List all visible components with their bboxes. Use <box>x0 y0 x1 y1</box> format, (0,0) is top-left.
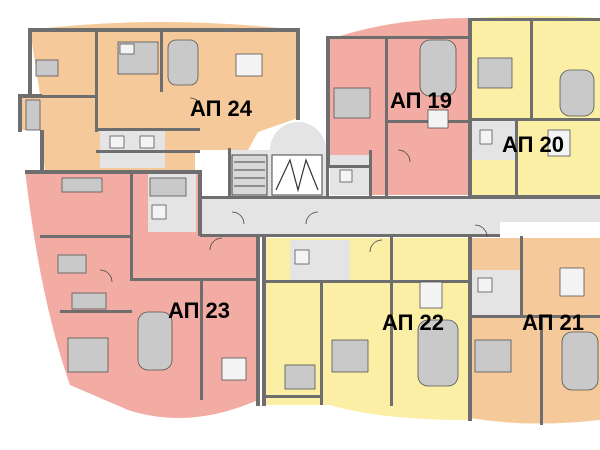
staircase-icon <box>231 154 323 196</box>
door-swings <box>99 97 488 283</box>
dining-table-icon <box>547 129 571 157</box>
bathtub-icon <box>149 177 187 197</box>
dining-table-icon <box>419 281 443 309</box>
sofa-icon <box>167 39 199 86</box>
sofa-icon <box>419 39 457 97</box>
bed-icon <box>333 87 371 119</box>
apartment-21-label: АП 21 <box>522 310 584 335</box>
bathroom-21 <box>470 270 520 315</box>
bed-icon <box>67 337 109 373</box>
apartment-20-label: АП 20 <box>502 132 564 157</box>
bed-icon <box>477 57 513 89</box>
sofa-icon <box>561 331 599 391</box>
bed-icon <box>474 339 512 373</box>
dining-table-icon <box>235 53 263 77</box>
apartment-24-label: АП 24 <box>190 96 253 121</box>
apartment-23-label: АП 23 <box>168 298 230 323</box>
corridor <box>200 198 500 236</box>
dining-table-icon <box>427 109 449 129</box>
bathroom-20 <box>470 120 515 160</box>
furniture <box>25 39 599 391</box>
dining-table-icon <box>559 267 585 297</box>
apartment-24-area <box>20 22 298 170</box>
walls <box>18 18 600 425</box>
apartment-22-label: АП 22 <box>382 310 444 335</box>
bed-icon <box>331 339 369 373</box>
dining-table-icon <box>221 357 247 381</box>
sofa-icon <box>417 319 459 387</box>
corridor-right <box>500 198 600 222</box>
sofa-icon <box>559 69 595 117</box>
sofa-icon <box>137 311 173 371</box>
apartment-19-label: АП 19 <box>390 88 452 113</box>
